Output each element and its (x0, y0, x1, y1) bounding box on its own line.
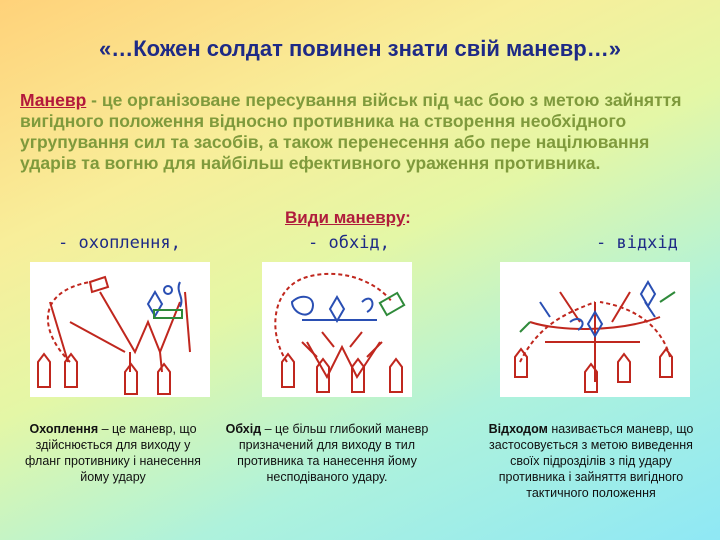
type-bypass: - обхід, (308, 233, 390, 253)
caption-bypass-term: Обхід (225, 422, 262, 436)
caption-envelopment-term: Охоплення (29, 422, 99, 436)
withdrawal-sketch (514, 280, 676, 393)
withdrawal-diagram (500, 262, 690, 397)
caption-bypass-text: – це більш глибокий маневр призначений д… (237, 422, 429, 484)
caption-envelopment-text: – це маневр, що здійснюється для виходу … (25, 422, 201, 484)
types-heading: Види маневру: (285, 208, 411, 228)
type-withdrawal: - відхід (596, 233, 678, 253)
definition-term: Маневр (20, 90, 87, 110)
types-heading-colon: : (405, 208, 411, 227)
caption-withdrawal-term: Відходом (488, 422, 548, 436)
slide-title: «…Кожен солдат повинен знати свій маневр… (99, 36, 621, 61)
bypass-sketch (274, 272, 406, 393)
caption-bypass: Обхід – це більш глибокий маневр признач… (222, 421, 432, 485)
caption-withdrawal-text: називається маневр, що застосовується з … (489, 422, 694, 500)
envelopment-sketch (37, 275, 191, 395)
caption-envelopment: Охоплення – це маневр, що здійснюється д… (18, 421, 208, 485)
bypass-diagram (262, 262, 412, 397)
type-envelopment: - охоплення, (58, 233, 181, 253)
envelopment-diagram (30, 262, 210, 397)
types-heading-label: Види маневру (285, 208, 406, 227)
maneuver-definition: Маневр - це організоване пересування вій… (20, 90, 710, 174)
caption-withdrawal: Відходом називається маневр, що застосов… (478, 421, 704, 501)
definition-text: - це організоване пересування військ під… (20, 90, 682, 173)
